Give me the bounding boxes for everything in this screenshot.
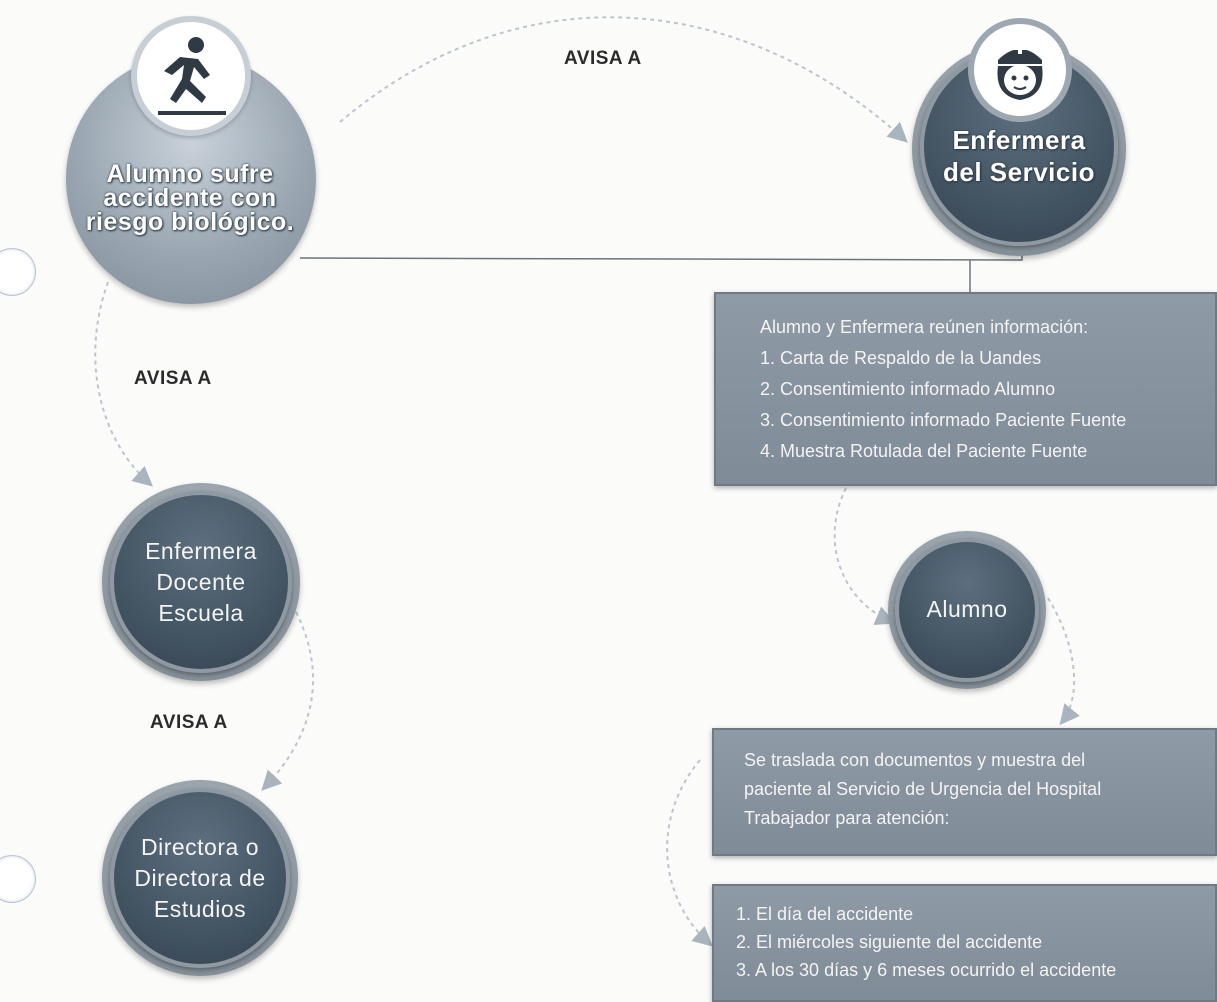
connector-traslada-to-fechas [666, 759, 714, 947]
node-directora-label: Directora o Directora de Estudios [134, 832, 265, 925]
nurse-icon-disc [968, 18, 1072, 122]
node-enfermera-docente-core: Enfermera Docente Escuela [110, 491, 292, 673]
label-line: Alumno sufre [106, 160, 274, 188]
label-line: del Servicio [943, 157, 1095, 187]
box-line: 2. Consentimiento informado Alumno [760, 379, 1056, 399]
node-directora-core: Directora o Directora de Estudios [110, 788, 290, 968]
box-line: Se traslada con documentos y muestra del [744, 750, 1086, 770]
label-line: Directora de [134, 864, 266, 891]
box-line: Trabajador para atención: [744, 808, 950, 828]
node-alumno-core: Alumno [895, 538, 1039, 682]
label-line: Docente [156, 568, 246, 595]
label-line: Estudios [153, 895, 247, 922]
box-line: 4. Muestra Rotulada del Paciente Fuente [760, 441, 1088, 461]
label-line: Enfermera [952, 125, 1086, 155]
label-line: riesgo biológico. [85, 208, 295, 236]
connector-alumno-to-traslada [1047, 597, 1080, 726]
node-enfermera-servicio-label: Enfermera del Servicio [920, 124, 1118, 188]
box-fechas-control: 1. El día del accidente 2. El miércoles … [712, 884, 1217, 1002]
connector-accident-to-docente [94, 281, 154, 487]
connector-docente-to-directora [261, 611, 315, 791]
node-alumno-label: Alumno [926, 596, 1008, 623]
box-se-traslada: Se traslada con documentos y muestra del… [712, 728, 1217, 856]
box-line: 1. El día del accidente [736, 904, 914, 924]
box-line: paciente al Servicio de Urgencia del Hos… [744, 779, 1102, 799]
label-line: accidente con [103, 184, 277, 212]
label-line: Directora o [141, 833, 259, 860]
label-line: Enfermera [145, 537, 257, 564]
edge-label-top: AVISA A [564, 48, 642, 69]
connector-bracket [299, 232, 1023, 292]
box-line: 3. Consentimiento informado Paciente Fue… [760, 410, 1127, 430]
accident-icon-disc [131, 16, 251, 136]
edge-label-left-1: AVISA A [134, 368, 212, 389]
connector-accident-to-nurse [339, 16, 908, 143]
nurse-icon [997, 42, 1043, 100]
label-line: Escuela [158, 599, 244, 626]
box-line: 3. A los 30 días y 6 meses ocurrido el a… [736, 960, 1117, 980]
box-reunen-informacion: Alumno y Enfermera reúnen información: 1… [714, 292, 1217, 486]
box-line: 1. Carta de Respaldo de la Uandes [760, 348, 1042, 368]
slip-fall-icon [158, 37, 226, 115]
box-line: 2. El miércoles siguiente del accidente [736, 932, 1043, 952]
connector-reunen-to-alumno [833, 487, 896, 625]
node-enfermera-docente-label: Enfermera Docente Escuela [145, 536, 257, 629]
edge-label-left-2: AVISA A [150, 712, 228, 733]
node-alumno-accidente-label: Alumno sufre accidente con riesgo biológ… [70, 160, 310, 236]
box-line: Alumno y Enfermera reúnen información: [760, 317, 1089, 337]
